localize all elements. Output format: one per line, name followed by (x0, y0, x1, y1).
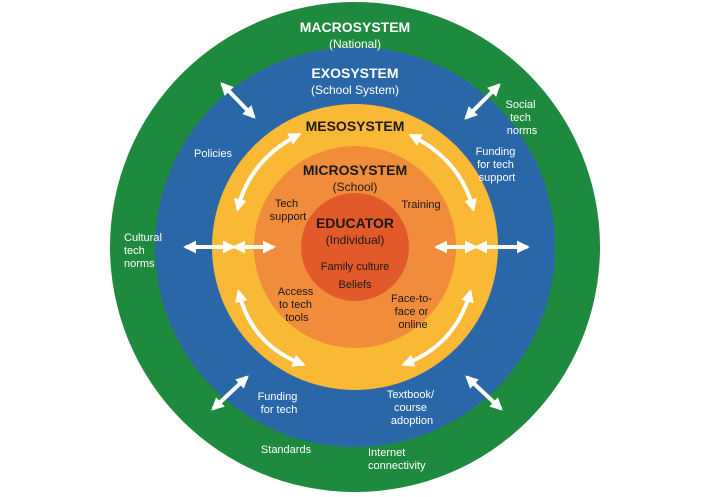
arrow-curve-upper-right (408, 134, 477, 212)
macrosystem-title: MACROSYSTEM (300, 19, 410, 35)
label-face-to-face: Face-to- face or online (391, 293, 435, 331)
educator-core (301, 193, 409, 301)
label-training: Training (401, 199, 440, 211)
mesosystem-title: MESOSYSTEM (306, 118, 405, 134)
microsystem-title: MICROSYSTEM (303, 162, 407, 178)
arrow-curve-lower-left (234, 289, 306, 367)
educator-title: EDUCATOR (316, 215, 394, 231)
label-funding-tech: Funding for tech (258, 391, 301, 416)
label-family-culture: Family culture (321, 261, 389, 273)
exosystem-title: EXOSYSTEM (311, 65, 398, 81)
label-cultural-tech-norms: Cultural tech norms (124, 232, 165, 270)
label-access-tools: Access to tech tools (278, 286, 317, 324)
label-policies: Policies (194, 148, 232, 160)
arrow-upper-left (220, 82, 256, 119)
label-beliefs: Beliefs (338, 279, 372, 291)
arrow-upper-right (464, 83, 501, 120)
label-tech-support: Tech support (270, 198, 307, 223)
arrow-lower-left (211, 375, 249, 411)
microsystem-subtitle: (School) (333, 180, 378, 194)
arrows (183, 82, 530, 411)
label-textbook-adoption: Textbook/ course adoption (387, 389, 437, 427)
educator-subtitle: (Individual) (326, 233, 385, 247)
exosystem-subtitle: (School System) (311, 83, 399, 97)
arrow-curve-upper-left (233, 133, 302, 212)
label-social-tech-norms: Social tech norms (505, 99, 538, 137)
arrow-curve-lower-right (401, 289, 474, 367)
label-internet-connectivity: Internet connectivity (368, 447, 426, 472)
arrow-lower-right (465, 375, 503, 411)
macrosystem-subtitle: (National) (329, 37, 381, 51)
label-standards: Standards (261, 444, 312, 456)
label-funding-tech-support: Funding for tech support (476, 146, 519, 184)
